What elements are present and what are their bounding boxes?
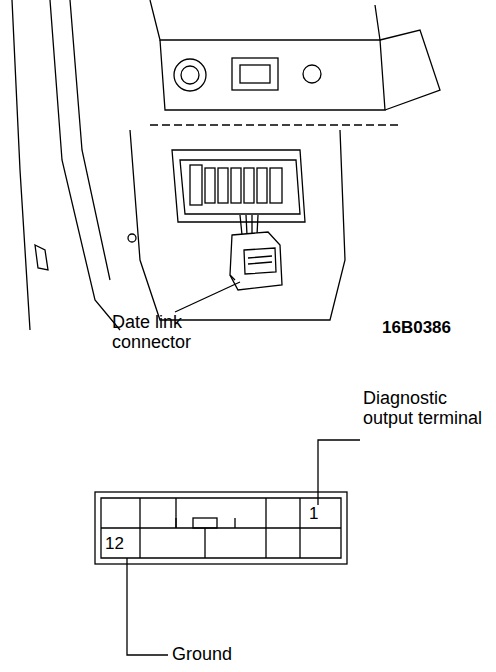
switch xyxy=(232,58,278,90)
switch xyxy=(240,65,270,83)
dash-panel xyxy=(380,30,440,110)
door-latch xyxy=(35,245,48,270)
knob xyxy=(174,59,206,91)
leader-line xyxy=(318,440,360,505)
leader-line xyxy=(127,558,168,655)
trim-line xyxy=(150,124,400,125)
pillar-line xyxy=(70,0,110,280)
connector-face xyxy=(244,248,276,274)
screw xyxy=(128,234,136,242)
leader-line xyxy=(175,282,240,312)
part-label: Date link connector xyxy=(112,312,262,352)
pillar-line xyxy=(50,0,120,330)
fuse-box xyxy=(172,150,305,222)
dash-panel xyxy=(160,40,385,110)
data-link-connector xyxy=(230,232,282,290)
terminal-label: Diagnostic output terminal xyxy=(363,388,491,428)
pin-number: 12 xyxy=(104,535,125,553)
lower-panel xyxy=(130,130,345,320)
harness-wire xyxy=(240,215,258,235)
door-edge xyxy=(12,0,30,330)
pin-number: 1 xyxy=(308,505,319,523)
connector-pins xyxy=(248,256,272,264)
connector-terminal-view xyxy=(95,492,347,564)
figure-code: 16B0386 xyxy=(382,318,482,338)
connector-edge xyxy=(230,275,235,280)
terminal-label: Ground xyxy=(172,644,292,664)
dash-panel xyxy=(150,0,380,40)
switch-round xyxy=(303,65,321,83)
fuse-box xyxy=(180,160,300,214)
knob xyxy=(181,66,199,84)
fuse-block xyxy=(190,165,282,205)
